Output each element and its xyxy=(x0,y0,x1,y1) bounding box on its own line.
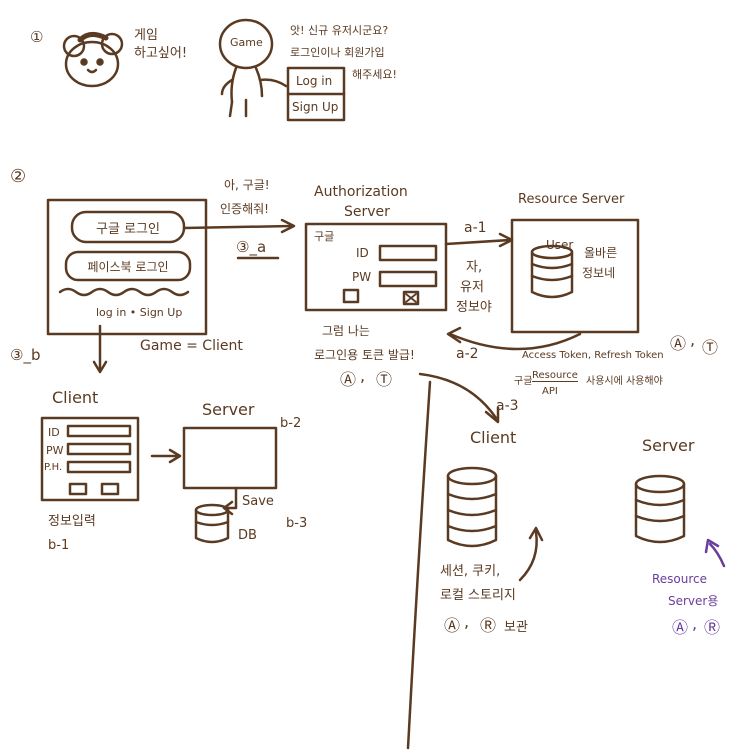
a3-server-title: Server xyxy=(642,436,695,455)
auth-google-label: 구글 xyxy=(314,230,335,243)
resource-text-line-2: 정보네 xyxy=(582,266,616,280)
game-equals-client-label: Game = Client xyxy=(140,338,243,354)
login-signup-link[interactable]: log in • Sign Up xyxy=(96,306,183,319)
resource-server-db-icon xyxy=(634,474,686,544)
b-pw-label: PW xyxy=(46,444,64,457)
game-speech-line-2: 로그인이나 회원가입 xyxy=(290,46,385,59)
b2-label: b-2 xyxy=(280,416,302,431)
storage-token-comma: , xyxy=(464,612,470,631)
arrow-a1 xyxy=(444,238,512,246)
client-form-box xyxy=(40,416,140,502)
b-server-title: Server xyxy=(202,400,255,419)
b-id-label: ID xyxy=(48,426,60,439)
note-api: API xyxy=(542,386,558,397)
a1-label: a-1 xyxy=(464,220,487,236)
resource-user-label: User xyxy=(546,238,574,252)
arrow-3a xyxy=(182,224,294,230)
auth-token-a: Ⓐ xyxy=(340,370,357,389)
resource-text-line-1: 올바른 xyxy=(584,246,618,260)
resource-server-token-r: Ⓡ xyxy=(704,618,721,637)
storage-line-2: 로컬 스토리지 xyxy=(440,588,516,603)
a2-label: a-2 xyxy=(456,346,479,362)
resource-token-comma: , xyxy=(690,330,696,349)
server-box-b2 xyxy=(182,426,278,490)
game-character-icon xyxy=(218,18,288,118)
auth-server-title-2: Server xyxy=(344,204,390,220)
game-speech-line-1: 앗! 신규 유저시군요? xyxy=(290,24,389,37)
b3-label: b-3 xyxy=(286,516,308,531)
game-speech-line-3: 해주세요! xyxy=(352,68,397,81)
resource-server-title: Resource Server xyxy=(518,192,625,207)
b-input-caption: 정보입력 xyxy=(48,514,96,529)
resource-token-t: Ⓣ xyxy=(702,338,719,357)
resource-server-token-comma: , xyxy=(692,614,698,633)
client-storage-db-icon xyxy=(446,466,498,548)
a1-text-line-3: 정보야 xyxy=(456,300,492,315)
b-client-title: Client xyxy=(52,388,99,407)
sign-login-label: Log in xyxy=(296,74,333,88)
auth-token-comma: , xyxy=(360,366,366,385)
auth-pw-label: PW xyxy=(352,270,372,284)
save-label: Save xyxy=(242,494,274,509)
arrow-a3 xyxy=(418,372,498,420)
login-screen-frame xyxy=(46,198,208,336)
sign-signup-label: Sign Up xyxy=(292,100,339,114)
login-signup-sign xyxy=(286,66,346,122)
storage-token-a: Ⓐ xyxy=(444,616,461,635)
bear-speech-line-2: 하고싶어! xyxy=(134,46,188,61)
note-usage: 사용시에 사용해야 xyxy=(586,376,663,387)
arrow-3b-label: ③_b xyxy=(10,346,41,364)
resource-server-box xyxy=(510,218,640,334)
b-ph-label: P.H. xyxy=(44,462,63,473)
step-2-number: ② xyxy=(10,166,27,187)
resource-server-token-a: Ⓐ xyxy=(672,618,689,637)
auth-server-title-1: Authorization xyxy=(314,184,408,200)
db-icon-b3 xyxy=(194,503,230,544)
storage-keep-text: 보관 xyxy=(504,620,528,635)
divider-line xyxy=(406,380,432,750)
note-resource: Resource xyxy=(532,370,578,382)
storage-token-r: Ⓡ xyxy=(480,616,497,635)
google-speech-line-2: 인증해줘! xyxy=(220,202,269,216)
bear-speech-line-1: 게임 xyxy=(134,28,158,43)
resource-token-a: Ⓐ xyxy=(670,334,687,353)
arrow-save xyxy=(224,486,238,510)
storage-line-1: 세션, 쿠키, xyxy=(440,564,501,579)
arrow-resource-server xyxy=(708,542,726,568)
a1-text-line-2: 유저 xyxy=(460,280,484,295)
arrow-a2 xyxy=(448,332,582,351)
b1-label: b-1 xyxy=(48,538,70,553)
db-label: DB xyxy=(238,528,257,543)
arrow-storage xyxy=(518,530,538,582)
game-character-label: Game xyxy=(230,36,263,49)
step-1-number: ① xyxy=(30,28,44,46)
a1-text-line-1: 자, xyxy=(466,260,483,275)
resource-server-use-line-2: Server용 xyxy=(668,594,719,608)
auth-under-line-2: 로그인용 토큰 발급! xyxy=(314,348,415,362)
a3-client-title: Client xyxy=(470,428,517,447)
google-speech-line-1: 아, 구글! xyxy=(224,178,270,192)
bear-icon xyxy=(62,32,124,88)
facebook-login-button[interactable]: 페이스북 로그인 xyxy=(87,260,169,274)
google-login-button[interactable]: 구글 로그인 xyxy=(96,222,160,237)
resource-server-use-line-1: Resource xyxy=(652,572,708,586)
auth-id-label: ID xyxy=(356,246,369,260)
authorization-server-box xyxy=(304,222,448,312)
auth-under-line-1: 그럼 나는 xyxy=(322,324,370,338)
note-google: 구글 xyxy=(514,376,533,387)
tokens-text: Access Token, Refresh Token xyxy=(522,350,664,361)
arrow-3a-label: ③_a xyxy=(236,238,267,256)
auth-token-t: Ⓣ xyxy=(376,370,393,389)
a3-label: a-3 xyxy=(496,398,519,414)
